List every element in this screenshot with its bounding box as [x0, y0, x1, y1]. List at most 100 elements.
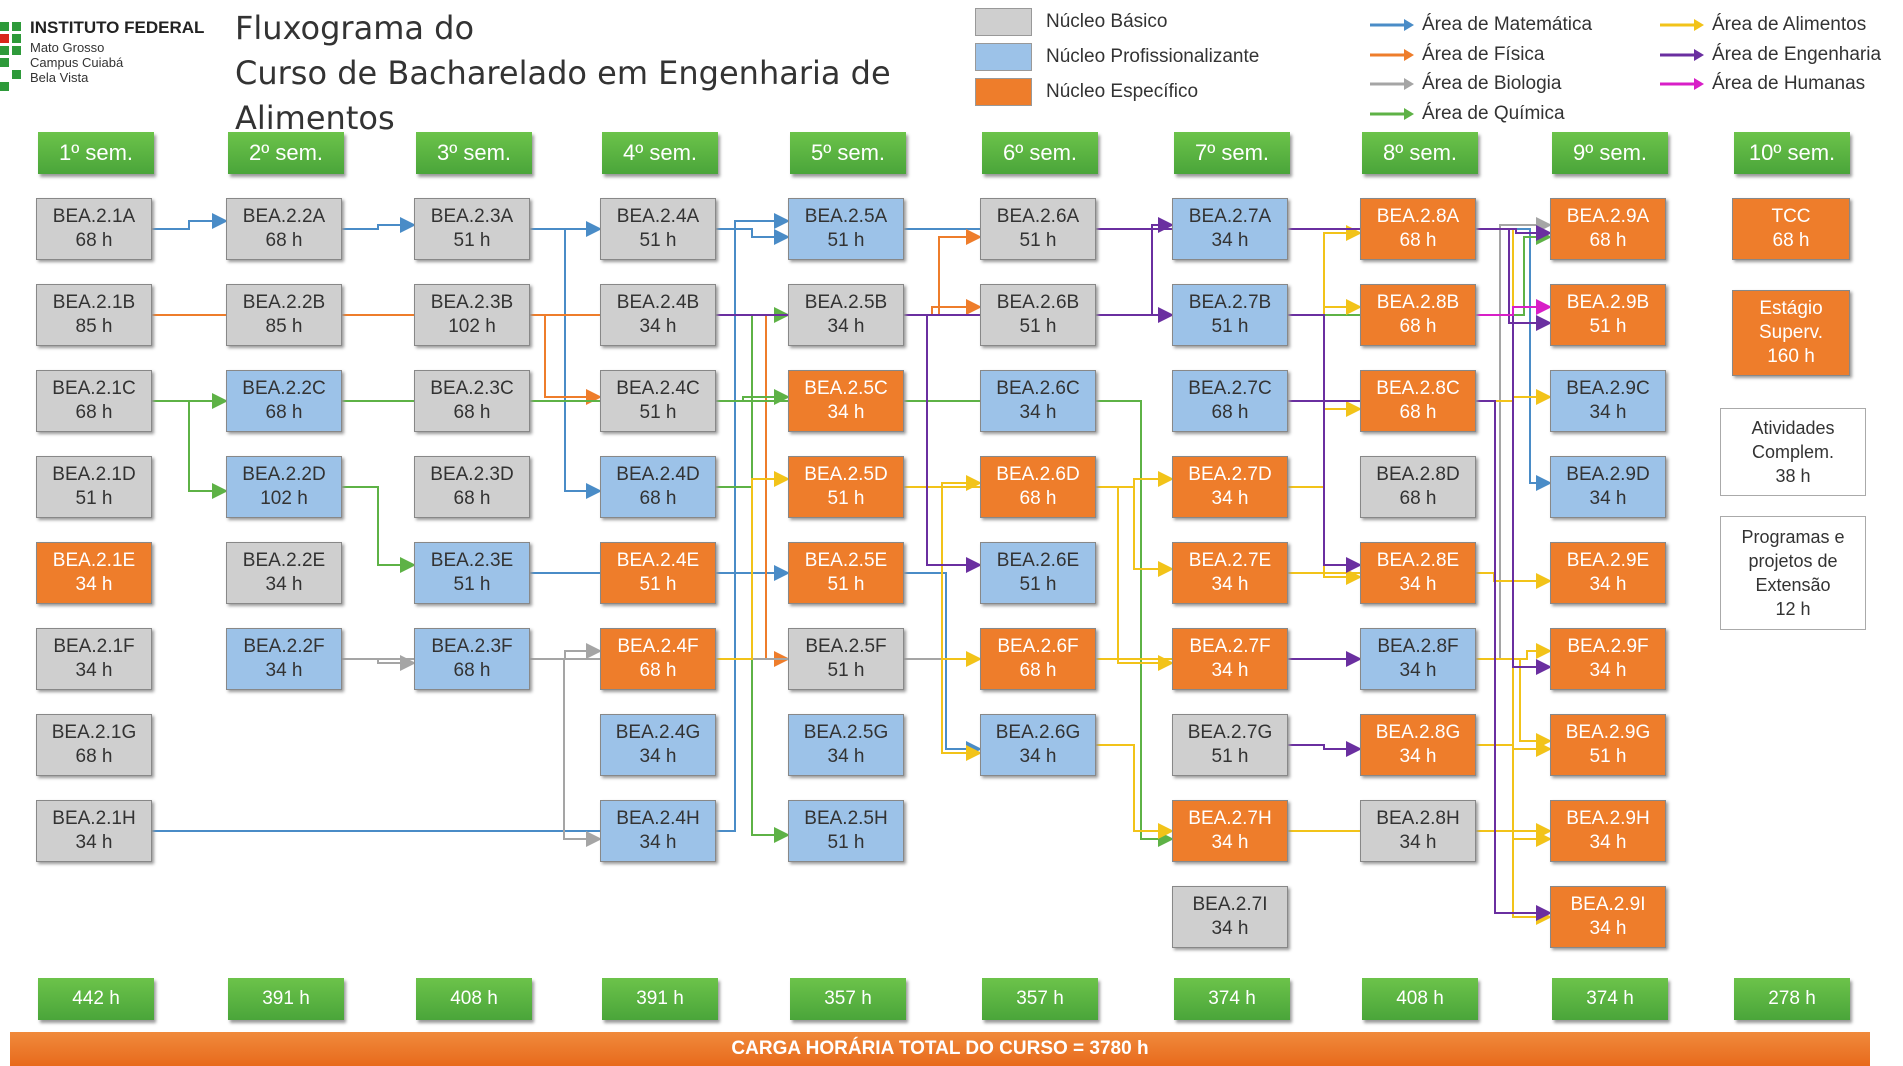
institution-logo: INSTITUTO FEDERAL Mato Grosso Campus Cui… — [0, 18, 215, 91]
course-code: BEA.2.9H — [1566, 808, 1650, 829]
course-code: BEA.2.4C — [616, 378, 700, 399]
course-hours: 68 h — [1589, 230, 1627, 251]
course-code: BEA.2.1C — [52, 378, 136, 399]
course-hours: 68 h — [75, 230, 113, 251]
core-swatch — [975, 78, 1032, 106]
course-code: BEA.2.9G — [1565, 722, 1651, 743]
course-hours: 68 h — [1399, 230, 1437, 251]
course-code: BEA.2.4E — [616, 550, 700, 571]
course-code: BEA.2.3F — [431, 636, 513, 657]
course-hours: 102 h — [260, 488, 308, 509]
semester-total: 357 h — [982, 978, 1098, 1020]
semester-header: 4º sem. — [602, 132, 718, 174]
course-code: BEA.2.8D — [1376, 464, 1460, 485]
course-hours: 51 h — [453, 574, 491, 595]
course-code: BEA.2.2F — [243, 636, 325, 657]
course-code: BEA.2.1E — [52, 550, 136, 571]
course-hours: 51 h — [639, 230, 677, 251]
course-hours: 51 h — [453, 230, 491, 251]
course-code: BEA.2.1H — [52, 808, 136, 829]
course-box: BEA.2.7H 34 h — [1172, 800, 1288, 862]
course-code: BEA.2.5G — [803, 722, 889, 743]
prerequisite-arrow — [342, 217, 416, 233]
course-code: BEA.2.5B — [804, 292, 888, 313]
logo-square — [0, 82, 9, 91]
course-code: BEA.2.3D — [430, 464, 514, 485]
course-code: BEA.2.7H — [1188, 808, 1272, 829]
course-hours: 34 h — [827, 316, 865, 337]
course-hours: 34 h — [1399, 574, 1437, 595]
area-legend-item: Área de Química — [1368, 103, 1565, 125]
course-hours: 68 h — [75, 746, 113, 767]
course-hours: 85 h — [75, 316, 113, 337]
course-label: 160 h — [1767, 346, 1815, 367]
core-legend-label: Núcleo Específico — [1046, 81, 1199, 102]
course-hours: 51 h — [639, 402, 677, 423]
course-code: BEA.2.7C — [1188, 378, 1272, 399]
core-swatch — [975, 8, 1032, 36]
course-hours: 34 h — [1211, 832, 1249, 853]
semester-total: 391 h — [228, 978, 344, 1020]
course-code: BEA.2.6A — [996, 206, 1080, 227]
page-title: Fluxograma do Curso de Bacharelado em En… — [235, 6, 891, 141]
course-code: BEA.2.1A — [52, 206, 136, 227]
course-code: BEA.2.9C — [1566, 378, 1650, 399]
area-legend-item: Área de Matemática — [1368, 14, 1592, 36]
course-hours: 34 h — [1211, 230, 1249, 251]
course-label: Atividades — [1751, 418, 1835, 438]
core-legend-label: Núcleo Profissionalizante — [1046, 46, 1260, 67]
course-hours: 68 h — [453, 660, 491, 681]
course-hours: 68 h — [639, 660, 677, 681]
course-hours: 34 h — [265, 574, 303, 595]
course-code: BEA.2.5D — [804, 464, 888, 485]
course-hours: 34 h — [1589, 574, 1627, 595]
course-hours: 51 h — [1589, 746, 1627, 767]
course-label: Estágio — [1759, 298, 1823, 319]
prerequisite-arrow — [152, 213, 228, 230]
semester-total: 278 h — [1734, 978, 1850, 1020]
course-code: BEA.2.4A — [616, 206, 700, 227]
course-code: BEA.2.4B — [616, 292, 700, 313]
course-code: BEA.2.7F — [1189, 636, 1271, 657]
title-line: Fluxograma do — [235, 9, 475, 47]
prerequisite-arrow — [904, 486, 982, 761]
course-code: BEA.2.4F — [617, 636, 699, 657]
total-hours-banner: CARGA HORÁRIA TOTAL DO CURSO = 3780 h — [10, 1032, 1870, 1066]
logo-square — [12, 34, 21, 43]
course-hours: 34 h — [827, 402, 865, 423]
course-label: 12 h — [1775, 599, 1811, 619]
course-hours: 68 h — [265, 402, 303, 423]
course-code: BEA.2.9D — [1566, 464, 1650, 485]
course-hours: 68 h — [453, 402, 491, 423]
course-box: BEA.2.4C 51 h — [600, 370, 716, 432]
course-hours: 51 h — [827, 832, 865, 853]
course-hours: 51 h — [1019, 574, 1057, 595]
course-code: BEA.2.6F — [997, 636, 1079, 657]
course-hours: 51 h — [827, 574, 865, 595]
course-box: BEA.2.1A 68 h — [36, 198, 152, 260]
prerequisite-arrow — [342, 389, 790, 405]
core-legend-item: Núcleo Específico — [975, 78, 1198, 106]
course-hours: 68 h — [75, 402, 113, 423]
course-hours: 34 h — [827, 746, 865, 767]
area-legend-label: Área de Engenharia — [1712, 44, 1882, 65]
